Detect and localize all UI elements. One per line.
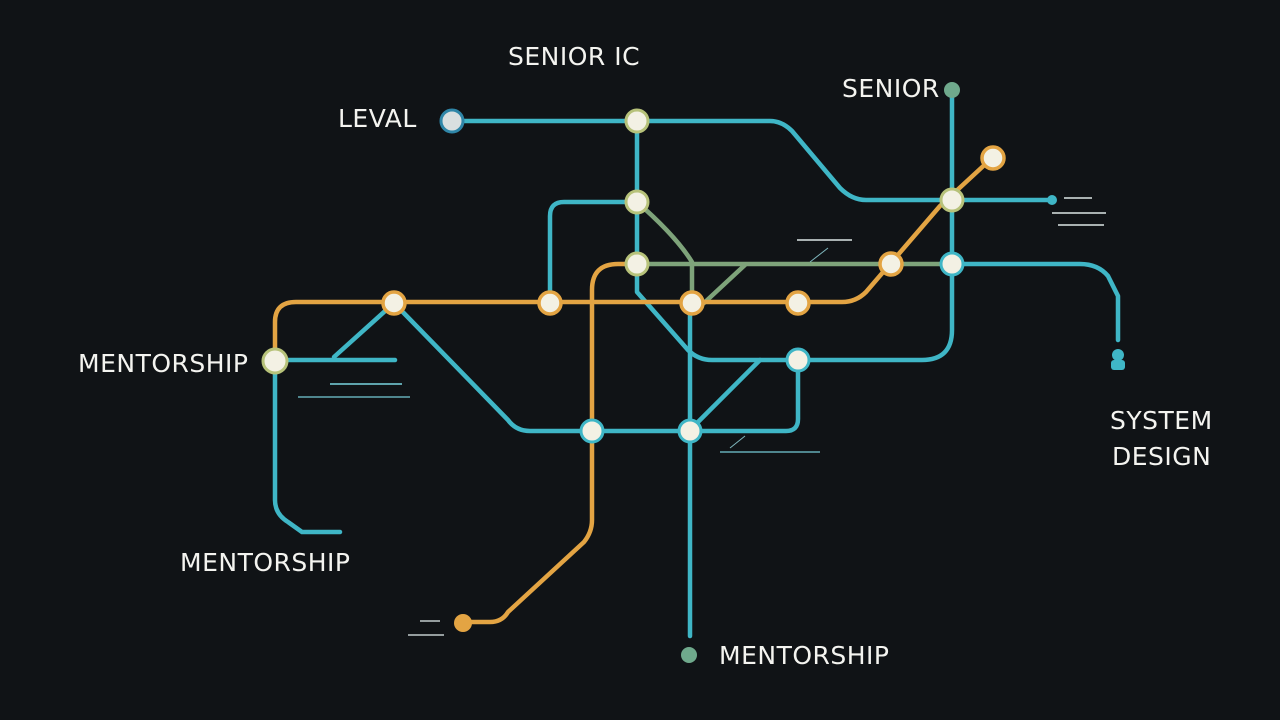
orange-line-south (459, 299, 595, 625)
cyan-line-left-loop (272, 359, 343, 535)
cyan-line-inner-loop (547, 199, 640, 305)
station-level (439, 108, 465, 134)
station-mentorship-terminus (681, 647, 697, 663)
station-south-central (677, 418, 703, 444)
cyan-line-top (449, 118, 1055, 203)
cyan-line-senior-vertical (795, 89, 955, 363)
cyan-line-diamond (331, 300, 801, 434)
micro-text-mark-4 (797, 239, 852, 241)
cyan-line-center-vertical (634, 118, 801, 363)
micro-text-mark-9 (408, 634, 444, 636)
label-level: LEVAL (338, 104, 417, 133)
station-orange-terminus-ne (980, 145, 1006, 171)
label-senior-ic: SENIOR IC (508, 42, 641, 71)
micro-text-mark-7 (1058, 224, 1104, 226)
label-mentorship-bottom-left: MENTORSHIP (180, 548, 351, 577)
station-orange-east (878, 251, 904, 277)
label-mentorship-bottom: MENTORSHIP (719, 641, 890, 670)
label-senior: SENIOR (842, 74, 940, 103)
micro-text-mark-1 (330, 383, 402, 385)
micro-text-mark-2 (298, 396, 410, 398)
station-orange-center-east (785, 290, 811, 316)
station-system-design-marker (1111, 349, 1125, 370)
label-system: SYSTEM (1110, 406, 1213, 435)
station-orange-west (381, 290, 407, 316)
label-mentorship-left: MENTORSHIP (78, 349, 249, 378)
micro-text-mark-6 (1052, 212, 1106, 214)
label-design: DESIGN (1112, 442, 1212, 471)
micro-text-mark-5 (1064, 197, 1092, 199)
station-cyan-center-east (785, 347, 811, 373)
station-mentorship (261, 347, 289, 375)
micro-text-mark-8 (420, 620, 440, 622)
station-senior-terminus (944, 82, 960, 98)
station-cyan-east (939, 251, 965, 277)
cyan-line-right-branch (949, 261, 1121, 343)
station-south-west (579, 418, 605, 444)
station-inner-loop (624, 189, 650, 215)
station-green-west (624, 251, 650, 277)
cyan-line-diagonal (687, 357, 763, 433)
station-central-hub (679, 290, 705, 316)
station-junction-top-right (939, 187, 965, 213)
green-line (634, 199, 955, 306)
callout-leader-1 (809, 247, 829, 263)
station-orange-terminus-sw (454, 614, 472, 632)
micro-text-mark-3 (720, 451, 820, 453)
orange-line-riser (589, 261, 640, 305)
station-small-right (1047, 195, 1057, 205)
station-senior-ic (624, 108, 650, 134)
callout-leader-2 (729, 435, 746, 449)
orange-line (272, 155, 995, 359)
station-orange-mid (537, 290, 563, 316)
